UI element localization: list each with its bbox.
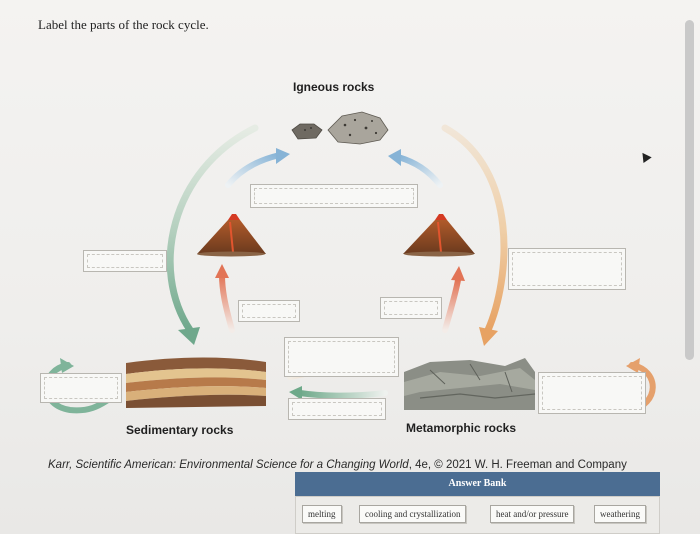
drop-target-middle-bottom[interactable] xyxy=(288,398,386,420)
answer-bank-header: Answer Bank xyxy=(295,472,660,496)
blue-arrowhead-left xyxy=(276,148,290,164)
drop-target-left[interactable] xyxy=(83,250,167,272)
drop-target-middle-top[interactable] xyxy=(284,337,399,377)
green-arrow-mid xyxy=(300,393,385,396)
blue-arrow-left xyxy=(228,155,280,185)
red-arrowhead-left xyxy=(215,264,229,278)
credit-line: Karr, Scientific American: Environmental… xyxy=(48,459,627,471)
metamorphic-rocks-label: Metamorphic rocks xyxy=(406,421,516,435)
blue-arrowhead-right xyxy=(388,149,401,166)
red-arrowhead-right xyxy=(451,266,465,281)
volcano-left xyxy=(197,214,266,257)
metamorphic-rock xyxy=(404,358,535,410)
red-arrow-left xyxy=(222,275,232,330)
sedimentary-rock-layers xyxy=(126,358,266,408)
right-cycle-arrowhead xyxy=(479,327,498,346)
sedimentary-loop-arrowhead xyxy=(60,358,74,373)
drop-target-left-inner[interactable] xyxy=(238,300,300,322)
igneous-rock-small xyxy=(292,124,322,139)
answer-chip-weathering[interactable]: weathering xyxy=(594,505,646,523)
drop-target-igneous[interactable] xyxy=(250,184,418,208)
answer-chip-heat-and-or-pressure[interactable]: heat and/or pressure xyxy=(490,505,574,523)
metamorphic-loop-arrowhead xyxy=(626,358,640,373)
blue-arrow-right xyxy=(398,157,440,185)
drop-target-right[interactable] xyxy=(508,248,626,290)
drop-target-right-inner[interactable] xyxy=(380,297,442,319)
credit-rest: , 4e, © 2021 W. H. Freeman and Company xyxy=(409,459,627,471)
igneous-rock-large xyxy=(328,112,388,144)
credit-source: Karr, Scientific American: Environmental… xyxy=(48,459,409,471)
volcano-right xyxy=(403,214,475,257)
answer-chip-cooling-and-crystallization[interactable]: cooling and crystallization xyxy=(359,505,466,523)
red-arrow-right xyxy=(445,280,458,330)
answer-chip-melting[interactable]: melting xyxy=(302,505,342,523)
sedimentary-rocks-label: Sedimentary rocks xyxy=(126,423,233,437)
left-cycle-arrowhead xyxy=(178,327,200,345)
drop-target-metamorphic[interactable] xyxy=(538,372,646,414)
drop-target-sedimentary[interactable] xyxy=(40,373,122,403)
